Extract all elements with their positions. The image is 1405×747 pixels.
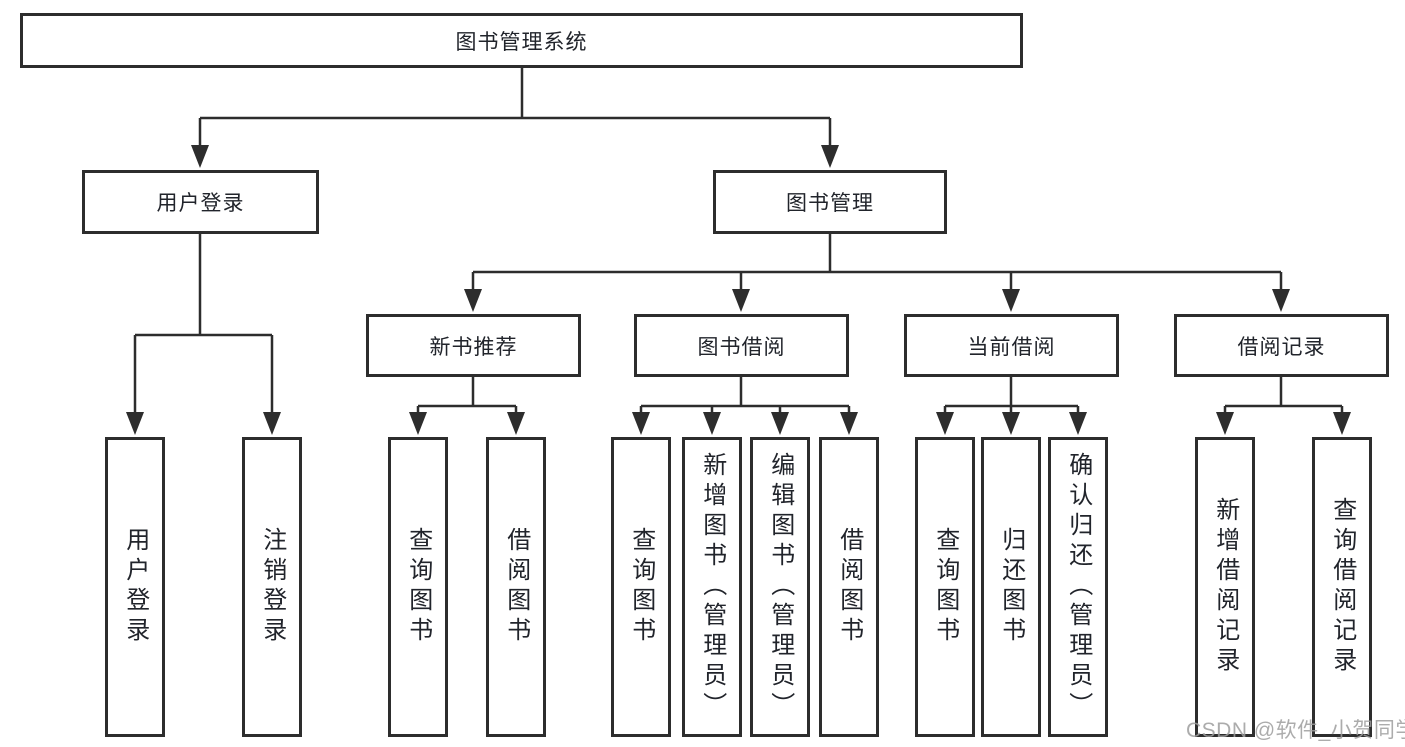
node-current-borrowing: 当前借阅 (904, 314, 1119, 377)
leaf-bb-borrow-books-label: 借阅图书 (835, 527, 863, 647)
leaf-bb-edit-books-admin: 编辑图书（管理员） (750, 437, 810, 737)
leaf-cb-query-books-label: 查询图书 (931, 527, 959, 647)
leaf-bb-query-books-label: 查询图书 (627, 527, 655, 647)
node-borrowing-records: 借阅记录 (1174, 314, 1389, 377)
node-library-system-label: 图书管理系统 (455, 30, 588, 54)
leaf-br-query-record-label: 查询借阅记录 (1328, 497, 1356, 677)
node-book-borrowing-label: 图书借阅 (697, 335, 786, 359)
leaf-cb-query-books: 查询图书 (915, 437, 975, 737)
csdn-watermark: CSDN @软件_小贺同学 (1186, 719, 1405, 742)
leaf-bb-add-books-admin-label: 新增图书（管理员） (698, 452, 726, 722)
node-book-management-label: 图书管理 (786, 192, 874, 215)
leaf-bb-add-books-admin: 新增图书（管理员） (682, 437, 742, 737)
node-book-borrowing: 图书借阅 (634, 314, 849, 377)
node-library-system: 图书管理系统 (20, 13, 1023, 68)
node-book-management: 图书管理 (713, 170, 947, 234)
leaf-cb-confirm-return-admin: 确认归还（管理员） (1048, 437, 1108, 737)
leaf-nbr-query-books: 查询图书 (388, 437, 448, 737)
node-new-book-recommend: 新书推荐 (366, 314, 581, 377)
leaf-bb-edit-books-admin-label: 编辑图书（管理员） (766, 452, 794, 722)
leaf-br-add-record-label: 新增借阅记录 (1211, 497, 1239, 677)
leaf-nbr-borrow-books: 借阅图书 (486, 437, 546, 737)
node-new-book-recommend-label: 新书推荐 (429, 335, 518, 359)
leaf-nbr-query-books-label: 查询图书 (404, 527, 432, 647)
leaf-logout: 注销登录 (242, 437, 302, 737)
leaf-bb-query-books: 查询图书 (611, 437, 671, 737)
arrowheads (126, 145, 1351, 435)
leaf-cb-confirm-return-admin-label: 确认归还（管理员） (1064, 452, 1092, 722)
node-current-borrowing-label: 当前借阅 (967, 335, 1056, 359)
leaf-logout-label: 注销登录 (258, 527, 286, 647)
tree-edges (133, 68, 1344, 413)
leaf-cb-return-books: 归还图书 (981, 437, 1041, 737)
leaf-br-query-record: 查询借阅记录 (1312, 437, 1372, 737)
leaf-cb-return-books-label: 归还图书 (997, 527, 1025, 647)
node-user-login-label: 用户登录 (156, 192, 245, 215)
leaf-user-login: 用户登录 (105, 437, 165, 737)
leaf-user-login-label: 用户登录 (121, 527, 149, 647)
leaf-bb-borrow-books: 借阅图书 (819, 437, 879, 737)
node-user-login: 用户登录 (82, 170, 319, 234)
leaf-br-add-record: 新增借阅记录 (1195, 437, 1255, 737)
node-borrowing-records-label: 借阅记录 (1237, 335, 1326, 359)
leaf-nbr-borrow-books-label: 借阅图书 (502, 527, 530, 647)
